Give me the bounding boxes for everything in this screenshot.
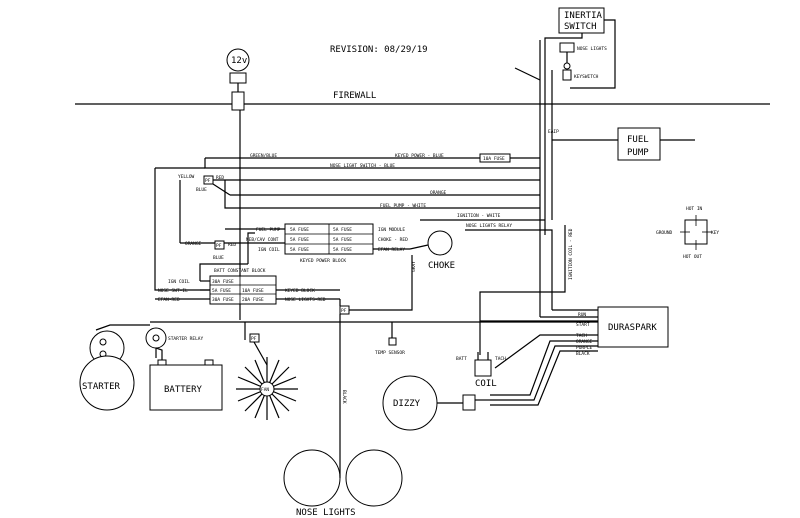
temp-sensor-label: TEMP SENSOR bbox=[375, 350, 405, 356]
fan-label: FAN bbox=[261, 387, 269, 393]
keyed-r0-right: IGN MODULE bbox=[378, 227, 405, 233]
keyed-r1-left: NEB/CAV CONT bbox=[246, 237, 279, 243]
wire-red-b: RED bbox=[228, 242, 236, 248]
battery-label: BATTERY bbox=[164, 385, 203, 395]
duraspark-pin-run: RUN bbox=[578, 312, 586, 318]
temp-sensor bbox=[388, 337, 397, 346]
batt-block-title: BATT CONSTANT BLOCK bbox=[214, 268, 266, 274]
wire-black: BLACK bbox=[341, 390, 347, 404]
batt-r2-b: 20A FUSE bbox=[242, 297, 264, 303]
wire-orange: ORANGE bbox=[430, 190, 447, 196]
battery bbox=[149, 364, 223, 411]
firewall-label: FIREWALL bbox=[333, 91, 376, 101]
keyed-r2-left: IGN COIL bbox=[258, 247, 280, 253]
duraspark-pin-orange: ORANGE bbox=[576, 339, 593, 345]
wire-keyed-power: KEYED POWER - BLUE bbox=[395, 153, 444, 159]
batt-r2-a: 30A FUSE bbox=[212, 297, 234, 303]
wire-ign-coil: IGN COIL bbox=[168, 279, 190, 285]
duraspark-label: DURASPARK bbox=[608, 323, 657, 333]
duraspark-pin-start: START bbox=[576, 322, 590, 328]
wire-gray: GRAY bbox=[411, 261, 417, 272]
wire-efan-red: EFAN-RED bbox=[158, 297, 180, 303]
keyed-block-title: KEYED POWER BLOCK bbox=[300, 258, 346, 264]
fuel-pump-line1: FUEL bbox=[627, 135, 649, 145]
wire-nose-lights-relay: NOSE LIGHTS RELAY bbox=[466, 223, 512, 229]
duraspark-pin-tach: TACH bbox=[576, 333, 587, 339]
wire-nose-light-switch: NOSE LIGHT SWITCH - BLUE bbox=[330, 163, 395, 169]
pf-b-label: PF bbox=[216, 243, 222, 249]
choke-symbol bbox=[427, 230, 453, 256]
wire-green-blue: GREEN/BLUE bbox=[250, 153, 277, 159]
wire-orange-b: ORANGE bbox=[185, 241, 202, 247]
batt-constant-block bbox=[209, 275, 277, 305]
keyed-r1-a: 5A FUSE bbox=[290, 237, 309, 243]
keyed-r2-b: 5A FUSE bbox=[333, 247, 352, 253]
keyed-r2-a: 5A FUSE bbox=[290, 247, 309, 253]
coil-tach-label: TACH bbox=[495, 356, 506, 362]
starter-motor bbox=[79, 355, 135, 411]
inertia-switch-line1: INERTIA bbox=[564, 11, 603, 21]
keyswitch-symbol bbox=[563, 62, 571, 70]
wire-yellow: YELLOW bbox=[178, 174, 195, 180]
wire-nose-swt: NOSE SWT-IL bbox=[158, 288, 188, 294]
fan-symbol bbox=[236, 357, 298, 420]
wire-ignition-white: IGNITION - WHITE bbox=[457, 213, 501, 219]
keyed-r1-b: 5A FUSE bbox=[333, 237, 352, 243]
choke-label: CHOKE bbox=[428, 261, 455, 271]
nose-lights-label: NOSE LIGHTS bbox=[296, 508, 356, 518]
relay-hot-in: HOT IN bbox=[686, 206, 703, 212]
keyed-r1-right: CHOKE - RED bbox=[378, 237, 408, 243]
voltmeter-base bbox=[229, 72, 247, 84]
batt-r1-a: 5A FUSE bbox=[212, 288, 231, 294]
batt-r1-right: KEYED BLOCK bbox=[285, 288, 315, 294]
relay-hot-out: HOT OUT bbox=[683, 254, 702, 260]
duraspark-pin-purple: PURPLE bbox=[576, 345, 593, 351]
keyed-r0-left: FUEL PUMP bbox=[256, 227, 281, 233]
fuse-10a-label: 10A FUSE bbox=[483, 156, 505, 162]
wire-blue-a: BLUE bbox=[196, 187, 207, 193]
dizzy-label: DIZZY bbox=[393, 399, 421, 409]
batt-r0-a: 30A FUSE bbox=[212, 279, 234, 285]
batt-r2-right: NOSE LIGHTS-RED bbox=[285, 297, 326, 303]
coil-label: COIL bbox=[475, 379, 497, 389]
keyed-r0-a: 5A FUSE bbox=[290, 227, 309, 233]
nose-lights-switch-label: NOSE LIGHTS bbox=[577, 46, 607, 52]
keyswitch-label: KEYSWITCH bbox=[574, 74, 599, 80]
relay-ground: GROUND bbox=[656, 230, 673, 236]
starter-label: STARTER bbox=[82, 382, 121, 392]
pf-a-label: PF bbox=[205, 178, 211, 184]
wire-red: RED bbox=[216, 175, 224, 181]
pin-label: EAIP bbox=[548, 129, 559, 135]
duraspark-module bbox=[597, 306, 669, 348]
fuel-pump bbox=[617, 127, 661, 161]
nose-light-right bbox=[345, 449, 403, 507]
pf-c-label: PF bbox=[341, 308, 347, 314]
voltmeter-label: 12v bbox=[231, 56, 247, 66]
keyed-r0-b: 5A FUSE bbox=[333, 227, 352, 233]
inertia-switch-line2: SWITCH bbox=[564, 22, 597, 32]
revision-label: REVISION: 08/29/19 bbox=[330, 45, 428, 55]
relay-key: KEY bbox=[711, 230, 719, 236]
pf-d-label: PF bbox=[251, 336, 257, 342]
wire-blue-b: BLUE bbox=[213, 255, 224, 261]
nose-lights-switch bbox=[559, 42, 575, 53]
fuel-pump-line2: PUMP bbox=[627, 148, 649, 158]
keyed-r2-right: EFAN RELAY bbox=[378, 247, 405, 253]
ignition-coil bbox=[474, 359, 492, 377]
duraspark-pin-black: BLACK bbox=[576, 351, 590, 357]
batt-r1-b: 10A FUSE bbox=[242, 288, 264, 294]
coil-batt-label: BATT bbox=[456, 356, 467, 362]
starter-relay-label: STARTER RELAY bbox=[168, 336, 204, 342]
pf-connector-b bbox=[214, 240, 225, 250]
wire-fuel-pump-white: FUEL PUMP - WHITE bbox=[380, 203, 426, 209]
voltmeter-symbol bbox=[226, 48, 250, 72]
dizzy-connector bbox=[462, 394, 476, 411]
voltmeter-grommet bbox=[231, 91, 245, 111]
wire-ignition-coil-red: IGNITION COIL - RED bbox=[568, 228, 574, 280]
nose-light-left bbox=[283, 449, 341, 507]
